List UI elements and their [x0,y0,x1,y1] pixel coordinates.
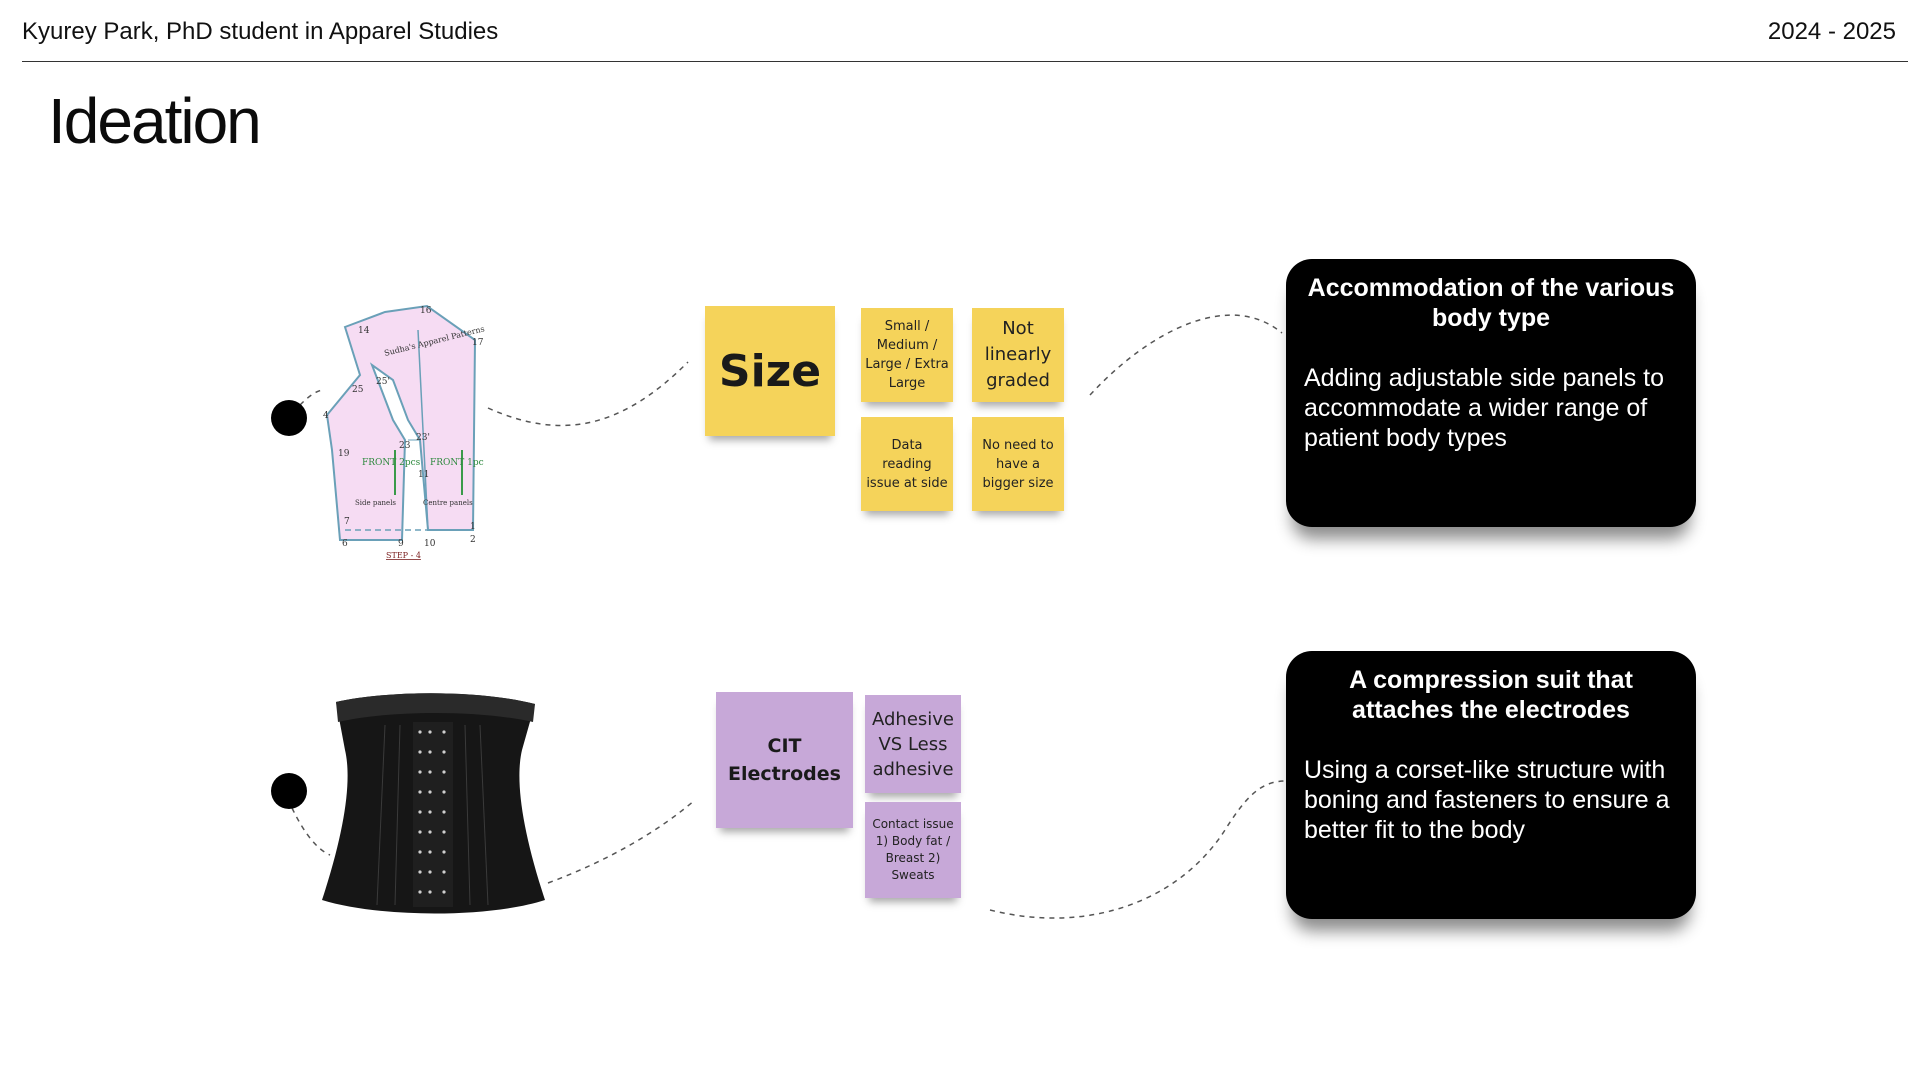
connector-cit-card2 [989,780,1291,919]
pattern-point: 11 [418,470,429,480]
pattern-point: 9 [398,539,404,549]
pattern-point: 6 [342,539,348,549]
pattern-point: 10 [424,539,436,549]
sticky-note-text: Small / Medium / Large / Extra Large [865,319,949,391]
idea-card-body: Using a corset-like structure with bonin… [1304,756,1670,844]
sticky-note-adhesive: Adhesive VS Less adhesive [865,695,961,793]
connector-corset-cit [547,799,696,884]
pattern-point: 16 [420,306,432,316]
sticky-note-data-reading: Data reading issue at side [861,417,953,511]
sticky-note-not-graded: Not linearly graded [972,308,1064,402]
sticky-note-cit-text: CIT Electrodes [728,735,841,785]
connector-pattern-size [487,361,689,427]
pattern-point: 14 [358,326,370,336]
bullet-dot-row1 [271,400,307,436]
header-author: Kyurey Park, PhD student in Apparel Stud… [22,18,499,45]
idea-card-title: A compression suit that attaches the ele… [1349,666,1633,724]
connector-dot1-pattern [299,389,323,406]
pattern-point: 25' [376,377,390,387]
header-years: 2024 - 2025 [1767,18,1896,45]
sticky-note-text: Not linearly graded [984,318,1052,391]
sticky-note-text: Data reading issue at side [866,437,948,491]
idea-card-compression-suit: A compression suit that attaches the ele… [1286,651,1696,919]
sticky-note-size: Size [705,306,835,436]
page-title: Ideation [48,85,262,157]
pattern-point: 19 [338,449,350,459]
pattern-side-label: Side panels [355,499,396,507]
pattern-front-left: FRONT 2pcs [362,458,421,468]
header-divider [22,61,1908,62]
sticky-note-sizes: Small / Medium / Large / Extra Large [861,308,953,402]
sticky-note-text: No need to have a bigger size [982,437,1054,491]
pattern-point: 1 [470,522,476,532]
pattern-point: 23' [416,433,430,443]
pattern-point: 7 [344,517,350,527]
connector-size-card1 [1089,314,1283,396]
sticky-note-cit-electrodes: CIT Electrodes [716,692,853,828]
pattern-front-right: FRONT 1pc [430,458,484,468]
sticky-note-text: Adhesive VS Less adhesive [871,708,954,780]
pattern-point: 25 [352,385,364,395]
bullet-dot-row2 [271,773,307,809]
sticky-note-text: Contact issue 1) Body fat / Breast 2) Sw… [872,817,954,882]
pattern-step: STEP - 4 [386,551,421,560]
idea-card-title: Accommodation of the various body type [1307,274,1675,332]
pattern-point: 4 [323,411,329,421]
pattern-point: 23 [399,441,411,451]
sticky-note-size-text: Size [718,345,822,397]
idea-card-body: Adding adjustable side panels to accommo… [1304,364,1664,452]
sticky-note-contact-issue: Contact issue 1) Body fat / Breast 2) Sw… [865,802,961,898]
idea-card-body-type: Accommodation of the various body type A… [1286,259,1696,527]
pattern-point: 17 [472,338,484,348]
sticky-note-no-bigger-size: No need to have a bigger size [972,417,1064,511]
pattern-point: 2 [470,535,476,545]
pattern-centre-label: Centre panels [423,499,473,507]
